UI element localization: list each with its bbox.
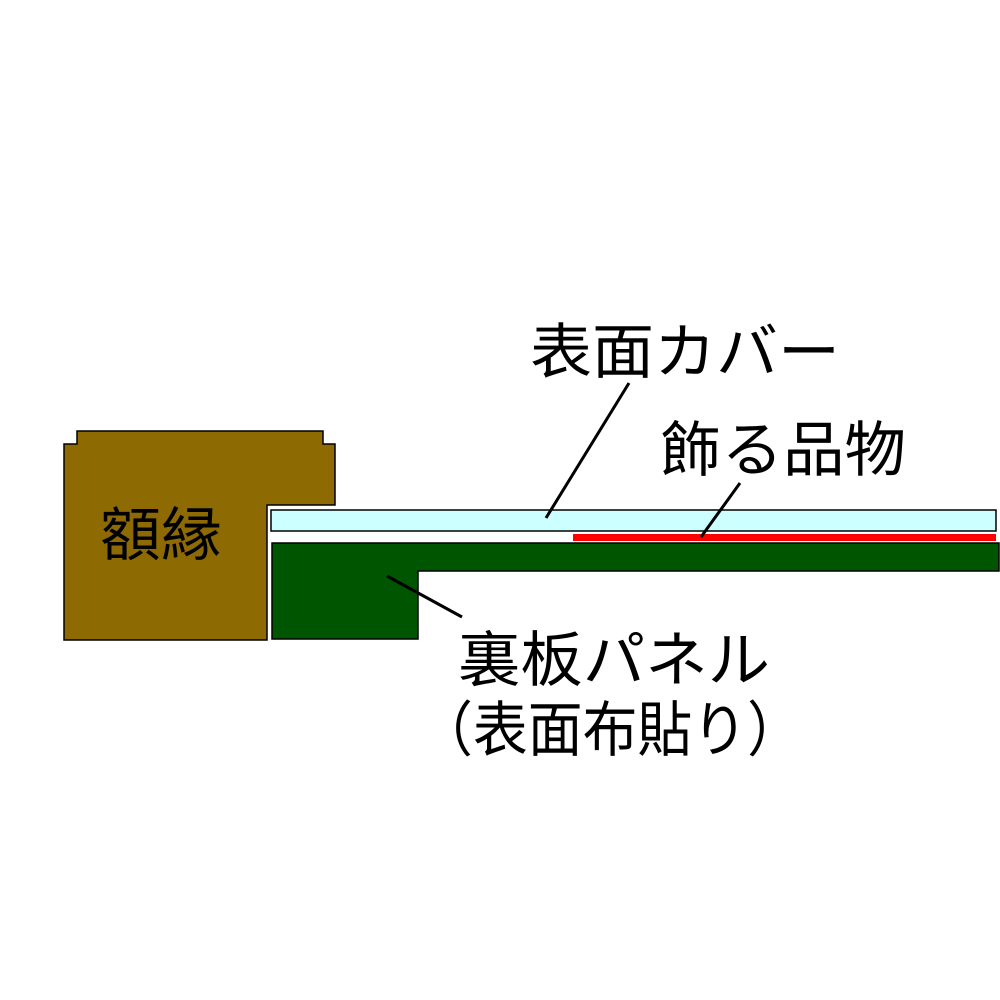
- panel-leader-line: [386, 574, 463, 619]
- frame-label: 額縁: [100, 501, 222, 569]
- frame-shape: [63, 430, 336, 641]
- item-leader-line: [699, 482, 742, 538]
- item-label: 飾る品物: [660, 416, 906, 486]
- cover-leader-line: [544, 382, 631, 519]
- item-shape: [573, 534, 996, 541]
- panel-label: 裏板パネル: [458, 626, 770, 696]
- cover-shape: [270, 509, 997, 532]
- panel-shape: [271, 542, 1000, 640]
- panel-sublabel: （表面布貼り）: [418, 696, 802, 766]
- cover-label: 表面カバー: [530, 318, 840, 388]
